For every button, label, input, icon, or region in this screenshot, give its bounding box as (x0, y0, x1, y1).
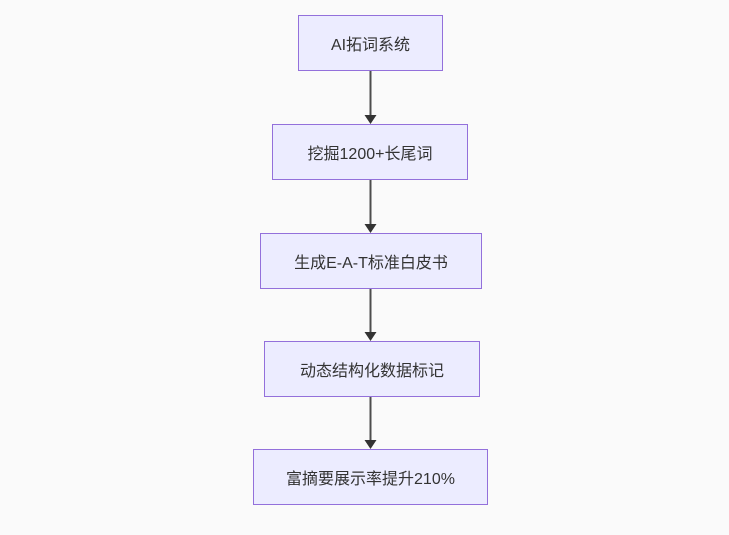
flow-node-2-label: 挖掘1200+长尾词 (307, 146, 433, 163)
flow-node-1: AI拓词系统 (298, 15, 443, 71)
edge-arrow-1 (364, 71, 377, 124)
edge-arrow-3 (364, 289, 377, 341)
flow-node-5-label: 富摘要展示率提升210% (286, 471, 455, 488)
flow-node-4: 动态结构化数据标记 (264, 341, 480, 397)
flow-node-3: 生成E-A-T标准白皮书 (260, 233, 482, 289)
edge-arrow-4 (364, 397, 377, 449)
flow-node-1-label: AI拓词系统 (330, 37, 411, 54)
flow-node-3-label: 生成E-A-T标准白皮书 (294, 255, 448, 272)
flow-node-5: 富摘要展示率提升210% (253, 449, 488, 505)
flow-node-2: 挖掘1200+长尾词 (272, 124, 468, 180)
edge-arrow-2 (364, 180, 377, 233)
flow-node-4-label: 动态结构化数据标记 (299, 363, 444, 380)
